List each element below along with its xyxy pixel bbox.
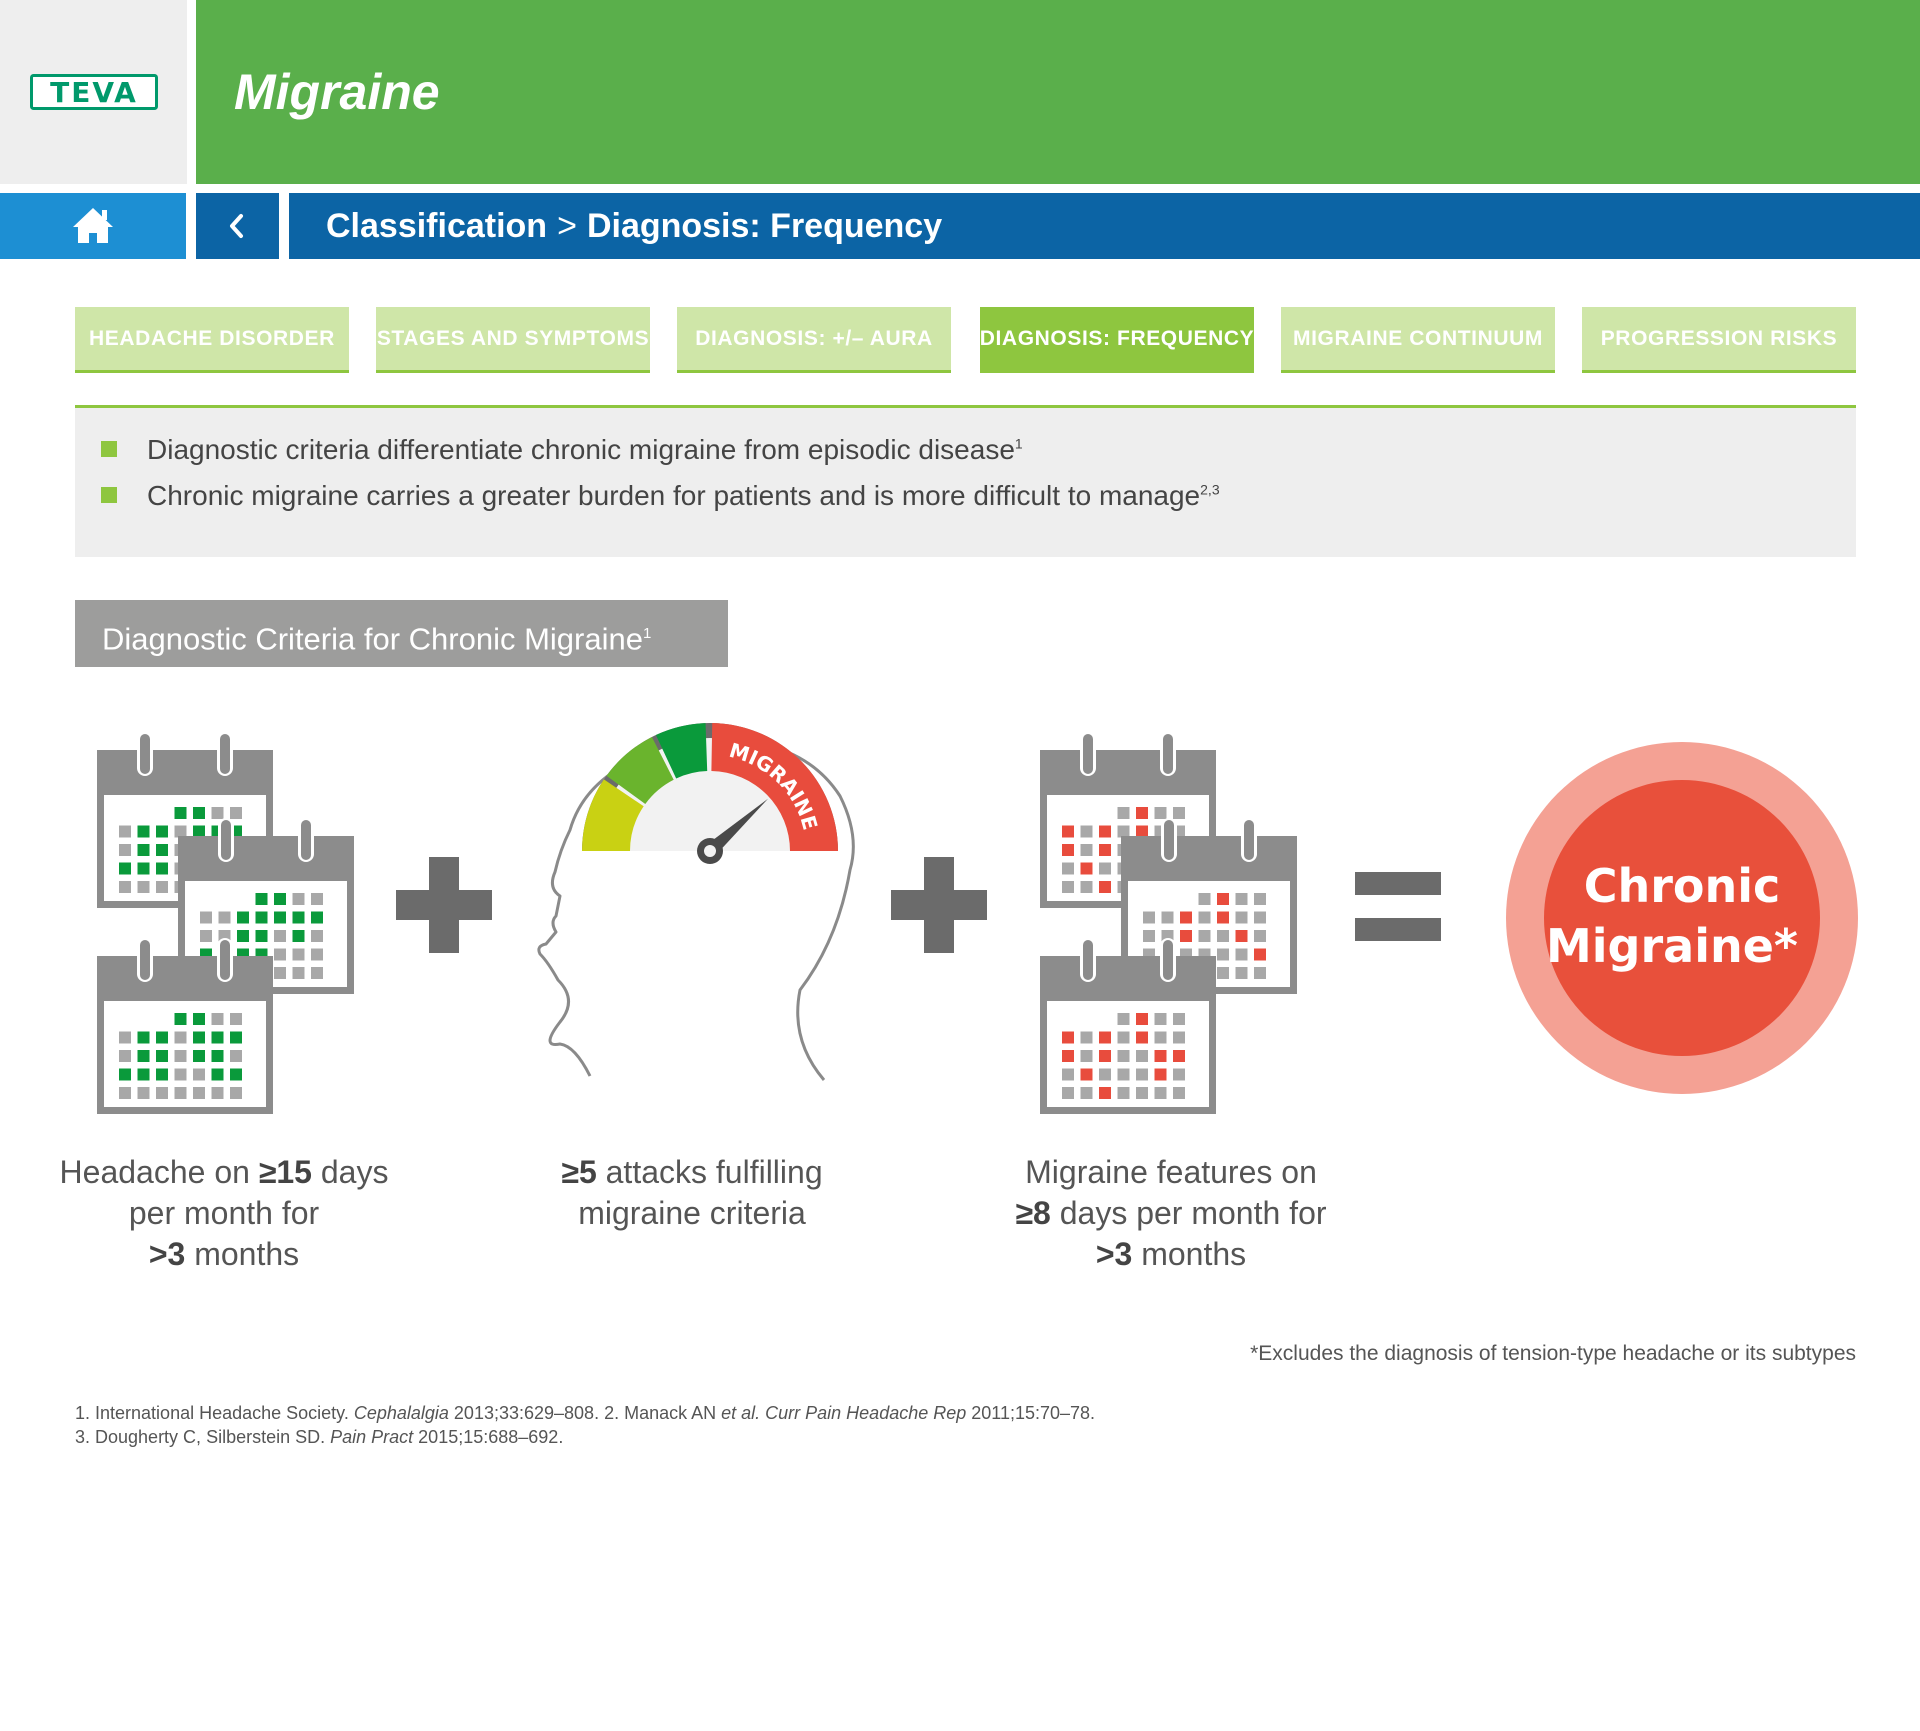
breadcrumb-parent[interactable]: Classification — [326, 207, 548, 245]
calendar-stack-green-icon — [97, 732, 354, 1114]
criterion-migraine-days: Migraine features on ≥8 days per month f… — [1015, 1154, 1327, 1272]
tab-label: MIGRAINE CONTINUUM — [1293, 326, 1543, 350]
criteria-infographic: MIGRAINE Chronic Migraine* — [97, 723, 1858, 1114]
tab-progression-risks[interactable]: PROGRESSION RISKS — [1582, 307, 1856, 373]
teva-logo: TEVA — [30, 74, 158, 110]
footnote: *Excludes the diagnosis of tension-type … — [1250, 1342, 1856, 1365]
bullet-text: Chronic migraine carries a greater burde… — [147, 480, 1201, 511]
reference-line-2: 3. Dougherty C, Silberstein SD. Pain Pra… — [75, 1427, 564, 1447]
tabs-divider — [75, 405, 1856, 408]
tab-diagnosis-aura[interactable]: DIAGNOSIS: +/– AURA — [677, 307, 951, 373]
tab-diagnosis-frequency[interactable]: DIAGNOSIS: FREQUENCY — [980, 307, 1254, 373]
equals-icon — [1355, 872, 1441, 941]
reference-line-1: 1. International Headache Society. Cepha… — [75, 1403, 1096, 1423]
tab-label: DIAGNOSIS: FREQUENCY — [979, 326, 1255, 350]
tab-label: DIAGNOSIS: +/– AURA — [695, 326, 933, 350]
back-button[interactable] — [196, 193, 279, 259]
title-bar — [196, 0, 1920, 184]
criterion-attacks: ≥5 attacks fulfilling migraine criteria — [561, 1154, 823, 1231]
bullet-square-icon — [101, 487, 117, 503]
home-icon — [73, 208, 113, 243]
breadcrumb-bar — [289, 193, 1920, 259]
plus-icon — [396, 857, 492, 953]
section-title: Diagnostic Criteria for Chronic Migraine… — [75, 600, 728, 667]
head-gauge-icon: MIGRAINE — [537, 723, 855, 1081]
bullet-item: Chronic migraine carries a greater burde… — [101, 480, 1220, 512]
tab-migraine-continuum[interactable]: MIGRAINE CONTINUUM — [1281, 307, 1555, 373]
breadcrumb: Classification>Diagnosis: Frequency — [326, 193, 942, 259]
bullet-text: Diagnostic criteria differentiate chroni… — [147, 434, 1015, 465]
breadcrumb-separator: > — [557, 207, 577, 245]
section-title-text: Diagnostic Criteria for Chronic Migraine — [102, 621, 643, 657]
tab-label: HEADACHE DISORDER — [89, 326, 335, 350]
bullet-square-icon — [101, 441, 117, 457]
citation: 2,3 — [1200, 481, 1220, 498]
result-line1: Chronic — [1584, 859, 1781, 913]
tab-headache-disorder[interactable]: HEADACHE DISORDER — [75, 307, 349, 373]
breadcrumb-current: Diagnosis: Frequency — [586, 207, 943, 245]
tab-label: PROGRESSION RISKS — [1600, 326, 1838, 350]
plus-icon — [891, 857, 987, 953]
chronic-migraine-result: Chronic Migraine* — [1506, 742, 1858, 1094]
citation: 1 — [642, 625, 652, 642]
tab-label: STAGES AND SYMPTOMS — [376, 326, 650, 350]
citation: 1 — [1014, 435, 1023, 452]
key-points-box — [75, 408, 1856, 557]
tab-stages-and-symptoms[interactable]: STAGES AND SYMPTOMS — [376, 307, 650, 373]
bullet-item: Diagnostic criteria differentiate chroni… — [101, 434, 1023, 466]
criterion-headache-days: Headache on ≥15 days per month for >3 mo… — [59, 1154, 389, 1272]
home-button[interactable] — [0, 193, 186, 259]
logo-text: TEVA — [50, 76, 138, 109]
result-line2: Migraine* — [1546, 919, 1798, 973]
app-title: Migraine — [234, 64, 440, 120]
chevron-left-icon — [230, 214, 243, 238]
calendar-stack-red-icon — [1040, 732, 1297, 1114]
